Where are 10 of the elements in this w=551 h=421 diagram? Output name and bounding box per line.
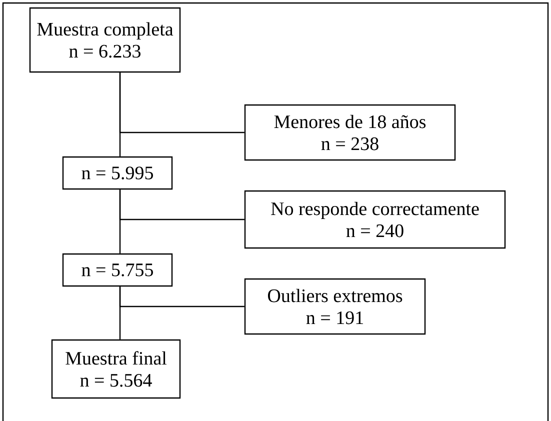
box: Muestra final n = 5.564	[51, 339, 181, 399]
box: n = 5.755	[62, 253, 173, 287]
connector-line	[119, 190, 244, 220]
connector-line	[119, 286, 244, 308]
box: Muestra completa n = 6.233	[29, 7, 181, 73]
box: Menores de 18 años n = 238	[244, 104, 456, 161]
box: Outliers extremos n = 191	[244, 278, 426, 335]
box: n = 5.995	[62, 156, 173, 190]
box: No responde correctamente n = 240	[244, 190, 506, 249]
connector-line	[119, 72, 244, 134]
